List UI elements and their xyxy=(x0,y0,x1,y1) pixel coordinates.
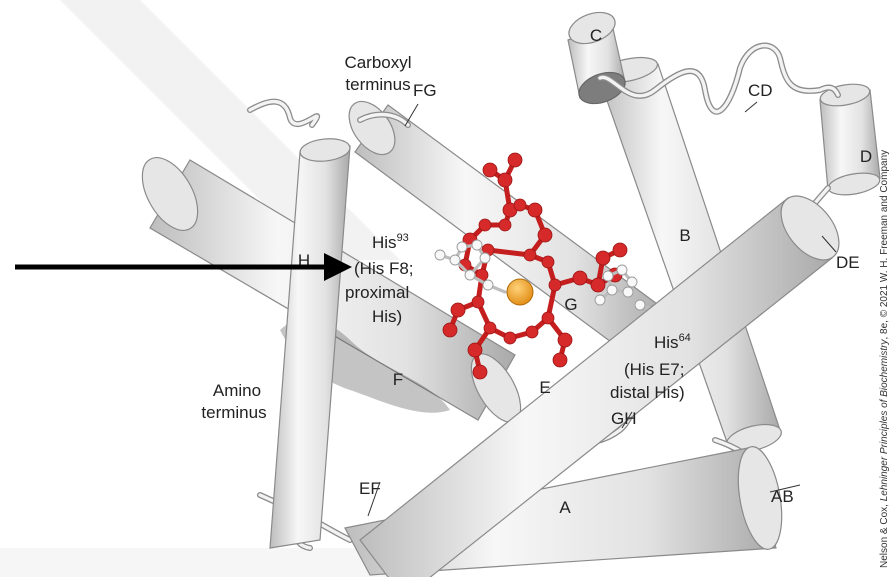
carboxyl-terminus-label-line2: terminus xyxy=(345,75,410,94)
helix-label-f: F xyxy=(393,370,403,389)
his64-label-line2: (His E7; xyxy=(624,360,684,379)
helix-label-e: E xyxy=(539,378,550,397)
his93-label-line3: proximal xyxy=(345,283,409,302)
iron-atom xyxy=(507,279,533,305)
amino-terminus-label-line1: Amino xyxy=(213,381,261,400)
helix-label-d: D xyxy=(860,147,872,166)
carboxyl-terminus-label-line1: Carboxyl xyxy=(344,53,411,72)
loop-label-ab: AB xyxy=(771,487,794,506)
helix-label-b: B xyxy=(679,226,690,245)
his93-label: His93 xyxy=(372,232,409,252)
loop-label-fg: FG xyxy=(413,81,437,100)
helix-label-a: A xyxy=(559,498,571,517)
helix-label-g: G xyxy=(564,295,577,314)
loop-label-cd: CD xyxy=(748,81,773,100)
helix-c xyxy=(565,7,630,110)
amino-terminus-label-line2: terminus xyxy=(201,403,266,422)
his64-label-line3: distal His) xyxy=(610,383,685,402)
his93-label-line4: His) xyxy=(372,307,402,326)
credit-line: Nelson & Cox, Lehninger Principles of Bi… xyxy=(879,150,890,568)
loop-label-de: DE xyxy=(836,253,860,272)
his93-label-line2: (His F8; xyxy=(354,259,414,278)
helix-label-c: C xyxy=(590,26,602,45)
helix-d xyxy=(819,81,882,199)
